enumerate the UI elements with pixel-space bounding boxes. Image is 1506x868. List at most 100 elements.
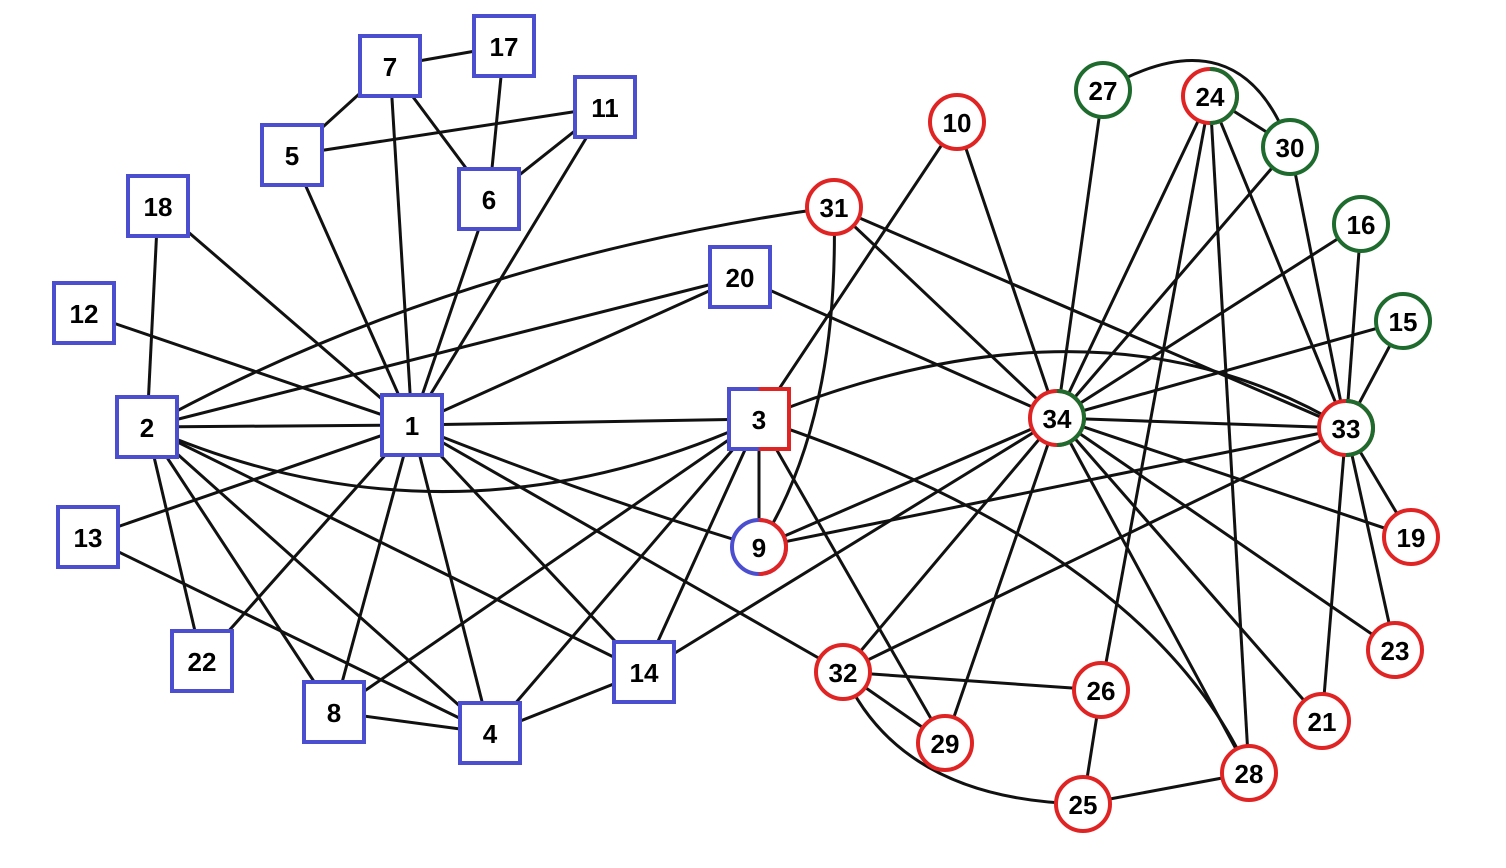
edge-28-34 bbox=[1055, 417, 1251, 774]
node-27: 27 bbox=[1074, 61, 1132, 119]
edge-31-34 bbox=[832, 205, 1059, 420]
edge-2-20 bbox=[146, 275, 741, 429]
node-29: 29 bbox=[916, 714, 974, 772]
edge-1-22 bbox=[200, 424, 414, 662]
node-30: 30 bbox=[1261, 118, 1319, 176]
edge-5-11 bbox=[291, 105, 606, 157]
node-1: 1 bbox=[380, 393, 444, 457]
edge-3-33 bbox=[758, 350, 1347, 430]
edge-21-33 bbox=[1320, 427, 1348, 722]
node-label: 34 bbox=[1043, 404, 1072, 434]
edge-1-11 bbox=[410, 106, 607, 426]
edge-2-31 bbox=[146, 205, 835, 429]
node-label: 16 bbox=[1347, 210, 1376, 240]
edge-1-4 bbox=[410, 424, 492, 734]
node-label: 11 bbox=[591, 93, 619, 123]
edge-24-34 bbox=[1055, 95, 1212, 419]
node-label: 18 bbox=[144, 192, 173, 222]
edge-30-33 bbox=[1288, 146, 1348, 429]
node-label: 27 bbox=[1089, 76, 1118, 106]
node-17: 17 bbox=[472, 14, 536, 78]
node-label: 33 bbox=[1332, 414, 1361, 444]
node-18: 18 bbox=[126, 174, 190, 238]
node-label: 26 bbox=[1087, 676, 1116, 706]
edge-3-28 bbox=[758, 417, 1251, 774]
edge-1-14 bbox=[410, 423, 646, 674]
edge-1-3 bbox=[411, 417, 760, 427]
node-34: 34 bbox=[1028, 389, 1086, 447]
edge-3-10 bbox=[757, 121, 959, 420]
node-label: 22 bbox=[188, 647, 217, 677]
edge-1-18 bbox=[157, 204, 413, 427]
edge-24-26 bbox=[1099, 95, 1212, 691]
edge-32-33 bbox=[842, 426, 1347, 674]
edge-27-34 bbox=[1055, 89, 1105, 419]
node-label: 23 bbox=[1381, 636, 1410, 666]
edge-9-31 bbox=[757, 206, 836, 548]
edge-3-14 bbox=[642, 418, 761, 673]
node-23: 23 bbox=[1366, 621, 1424, 679]
edge-3-8 bbox=[333, 417, 760, 714]
edge-20-34 bbox=[739, 275, 1058, 420]
node-8: 8 bbox=[302, 680, 366, 744]
node-5: 5 bbox=[260, 123, 324, 187]
edge-32-34 bbox=[841, 417, 1059, 673]
edge-33-34 bbox=[1056, 416, 1347, 430]
node-label: 29 bbox=[931, 729, 960, 759]
edge-1-13 bbox=[87, 423, 413, 539]
node-label: 13 bbox=[74, 523, 103, 553]
node-20: 20 bbox=[708, 245, 772, 309]
edge-2-14 bbox=[146, 425, 645, 674]
node-4: 4 bbox=[458, 701, 522, 765]
node-label: 25 bbox=[1069, 790, 1098, 820]
edge-3-4 bbox=[488, 418, 761, 734]
node-label: 17 bbox=[490, 32, 519, 62]
node-15: 15 bbox=[1374, 292, 1432, 350]
edge-2-18 bbox=[145, 205, 160, 428]
node-11: 11 bbox=[573, 75, 637, 139]
node-label: 24 bbox=[1196, 82, 1225, 112]
node-2: 2 bbox=[115, 395, 179, 459]
node-label: 8 bbox=[327, 698, 341, 728]
node-7: 7 bbox=[358, 34, 422, 98]
node-label: 28 bbox=[1235, 759, 1264, 789]
node-label: 6 bbox=[482, 185, 496, 215]
node-25: 25 bbox=[1054, 775, 1112, 833]
edge-25-32 bbox=[841, 671, 1084, 806]
edge-27-30 bbox=[1102, 59, 1292, 148]
edge-26-32 bbox=[842, 670, 1102, 692]
edge-1-5 bbox=[290, 154, 414, 426]
edge-4-13 bbox=[87, 535, 491, 735]
edge-24-28 bbox=[1208, 95, 1251, 774]
node-26: 26 bbox=[1072, 661, 1130, 719]
node-label: 12 bbox=[70, 299, 99, 329]
edge-24-33 bbox=[1208, 95, 1348, 429]
edge-2-4 bbox=[146, 425, 491, 735]
node-label: 7 bbox=[383, 52, 397, 82]
edge-14-34 bbox=[643, 416, 1058, 674]
edge-1-9 bbox=[411, 423, 760, 549]
node-14: 14 bbox=[612, 640, 676, 704]
edge-29-34 bbox=[943, 417, 1059, 744]
edge-30-34 bbox=[1055, 146, 1292, 419]
node-label: 5 bbox=[285, 141, 299, 171]
node-33: 33 bbox=[1317, 399, 1375, 457]
edge-2-8 bbox=[145, 426, 336, 713]
node-22: 22 bbox=[170, 629, 234, 693]
node-21: 21 bbox=[1293, 692, 1351, 750]
node-label: 3 bbox=[752, 405, 766, 435]
edge-10-34 bbox=[955, 121, 1059, 419]
node-6: 6 bbox=[457, 167, 521, 231]
node-label: 31 bbox=[820, 193, 849, 223]
node-label: 19 bbox=[1397, 523, 1426, 553]
node-label: 32 bbox=[829, 658, 858, 688]
node-24: 24 bbox=[1181, 67, 1239, 125]
edge-23-33 bbox=[1344, 427, 1397, 651]
edge-23-34 bbox=[1056, 416, 1396, 652]
edge-21-34 bbox=[1055, 417, 1324, 722]
edge-1-2 bbox=[146, 423, 413, 429]
node-label: 9 bbox=[752, 533, 766, 563]
node-label: 14 bbox=[630, 658, 659, 688]
edge-1-20 bbox=[411, 275, 741, 427]
